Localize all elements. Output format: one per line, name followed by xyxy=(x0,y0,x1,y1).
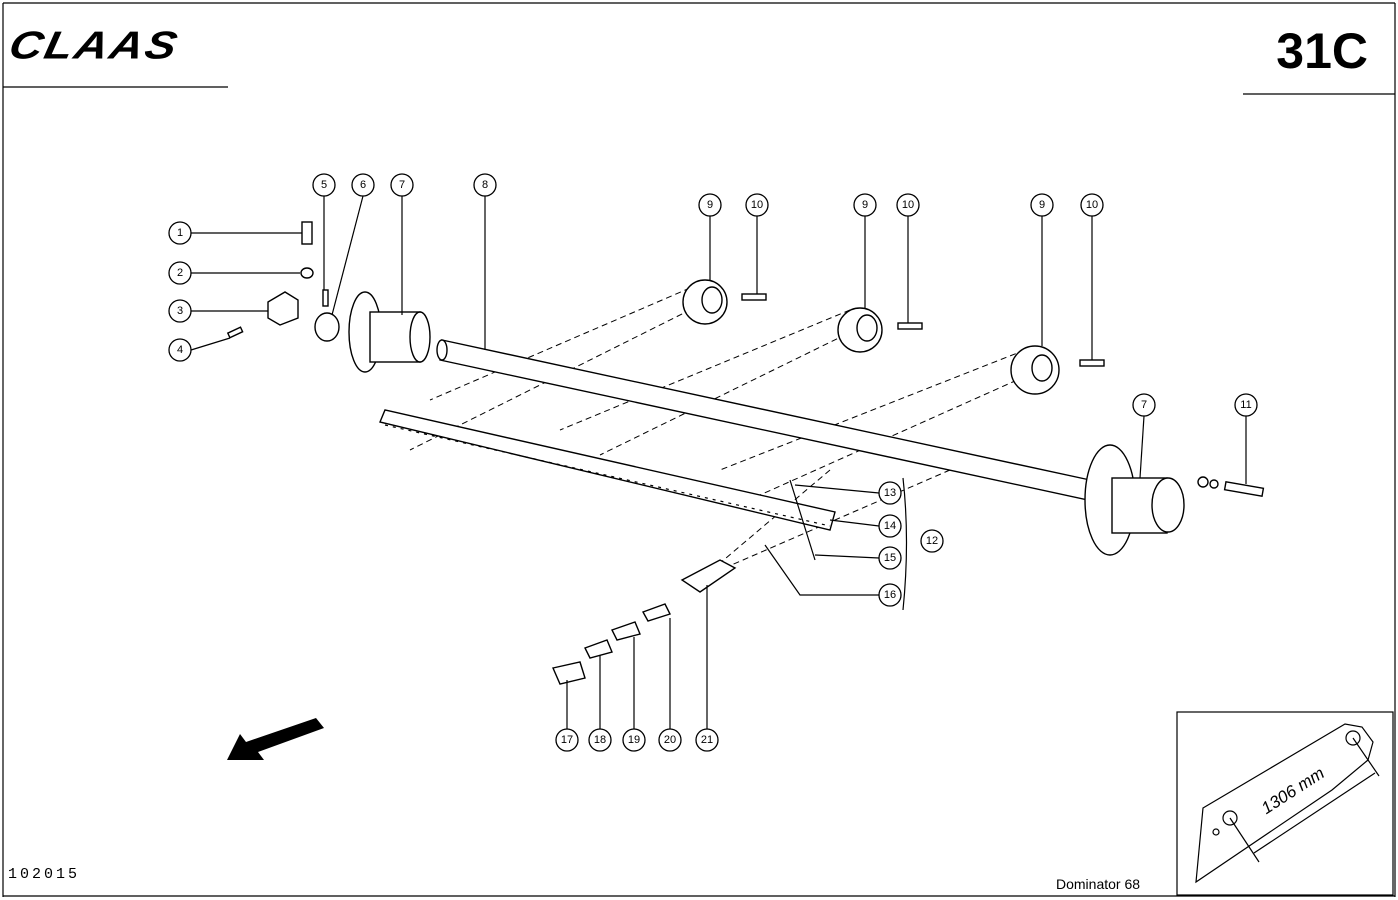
callout-10: 10 xyxy=(1080,193,1104,217)
svg-text:18: 18 xyxy=(594,734,606,746)
svg-text:1: 1 xyxy=(177,227,183,239)
svg-text:13: 13 xyxy=(884,487,896,499)
svg-text:3: 3 xyxy=(177,305,183,317)
svg-text:8: 8 xyxy=(482,179,488,191)
svg-text:20: 20 xyxy=(664,734,676,746)
inset-detail xyxy=(1176,711,1394,896)
callout-21: 21 xyxy=(695,728,719,752)
svg-text:9: 9 xyxy=(1039,199,1045,211)
callout-12: 12 xyxy=(920,529,944,553)
callout-11: 11 xyxy=(1234,393,1258,417)
callout-7: 7 xyxy=(1132,393,1156,417)
parts xyxy=(226,221,1265,685)
svg-text:5: 5 xyxy=(321,179,327,191)
callout-20: 20 xyxy=(658,728,682,752)
callout-9: 9 xyxy=(853,193,877,217)
svg-text:10: 10 xyxy=(902,199,914,211)
callout-19: 19 xyxy=(622,728,646,752)
svg-text:9: 9 xyxy=(862,199,868,211)
svg-text:7: 7 xyxy=(1141,399,1147,411)
callout-18: 18 xyxy=(588,728,612,752)
svg-text:10: 10 xyxy=(1086,199,1098,211)
callout-7: 7 xyxy=(390,173,414,197)
callout-14: 14 xyxy=(878,514,902,538)
svg-text:9: 9 xyxy=(707,199,713,211)
svg-text:4: 4 xyxy=(177,344,183,356)
svg-text:21: 21 xyxy=(701,734,713,746)
svg-text:19: 19 xyxy=(628,734,640,746)
callout-16: 16 xyxy=(878,583,902,607)
callout-15: 15 xyxy=(878,546,902,570)
document-number: 102015 xyxy=(8,866,81,883)
svg-text:7: 7 xyxy=(399,179,405,191)
page-code: 31C xyxy=(1276,23,1368,79)
callout-6: 6 xyxy=(351,173,375,197)
svg-text:12: 12 xyxy=(926,535,938,547)
svg-text:2: 2 xyxy=(177,267,183,279)
direction-arrow xyxy=(227,718,324,760)
svg-text:11: 11 xyxy=(1240,399,1251,411)
callout-9: 9 xyxy=(1030,193,1054,217)
svg-text:6: 6 xyxy=(360,179,366,191)
callout-10: 10 xyxy=(745,193,769,217)
svg-text:14: 14 xyxy=(884,520,896,532)
callout-1: 1 xyxy=(168,221,192,245)
callout-2: 2 xyxy=(168,261,192,285)
leader-lines xyxy=(190,195,1247,729)
callout-3: 3 xyxy=(168,299,192,323)
model-name: Dominator 68 xyxy=(1056,876,1141,892)
callout-5: 5 xyxy=(312,173,336,197)
callout-8: 8 xyxy=(473,173,497,197)
svg-text:15: 15 xyxy=(884,552,896,564)
callout-13: 13 xyxy=(878,481,902,505)
callout-4: 4 xyxy=(168,338,192,362)
svg-text:17: 17 xyxy=(561,734,573,746)
svg-text:16: 16 xyxy=(884,589,896,601)
callout-9: 9 xyxy=(698,193,722,217)
svg-text:10: 10 xyxy=(751,199,763,211)
callout-17: 17 xyxy=(555,728,579,752)
callout-10: 10 xyxy=(896,193,920,217)
